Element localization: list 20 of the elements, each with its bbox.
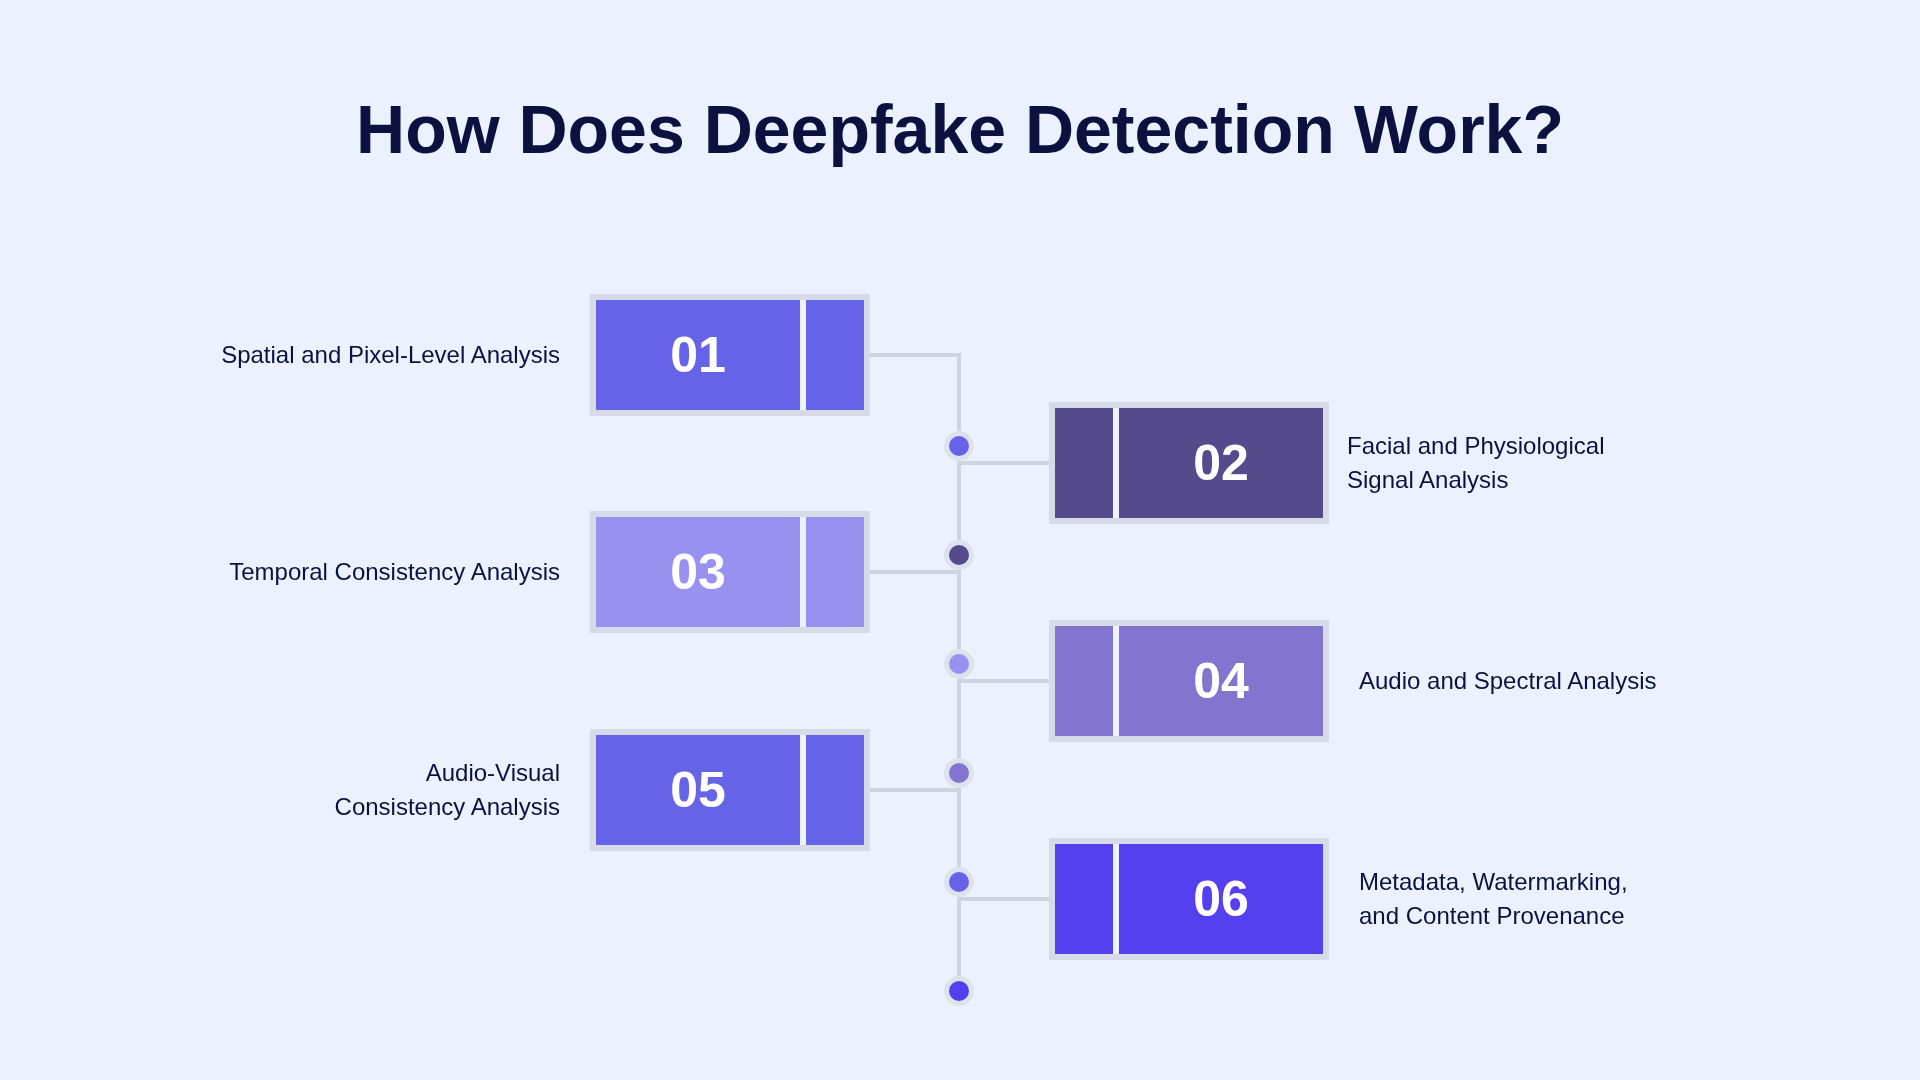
timeline-dot bbox=[944, 649, 974, 679]
step-number: 06 bbox=[1193, 870, 1249, 928]
step-number: 04 bbox=[1193, 652, 1249, 710]
timeline-dot bbox=[944, 431, 974, 461]
step-label: Facial and Physiological Signal Analysis bbox=[1347, 431, 1606, 495]
timeline-dot bbox=[944, 867, 974, 897]
title: How Does Deepfake Detection Work? bbox=[355, 90, 1565, 168]
step-number: 05 bbox=[670, 761, 726, 819]
timeline-dot bbox=[944, 758, 974, 788]
step-label: Metadata, Watermarking, and Content Provenance bbox=[1359, 867, 1629, 931]
step-number: 02 bbox=[1193, 434, 1249, 492]
timeline-dot bbox=[944, 976, 974, 1006]
step-label: Temporal Consistency Analysis bbox=[228, 557, 560, 587]
step-number: 03 bbox=[670, 543, 726, 601]
step-label: Audio and Spectral Analysis bbox=[1359, 666, 1658, 696]
connector-line bbox=[870, 353, 961, 431]
step-label: Spatial and Pixel-Level Analysis bbox=[220, 340, 560, 370]
step-label: Audio-Visual Consistency Analysis bbox=[333, 758, 560, 822]
timeline-dot bbox=[944, 540, 974, 570]
step-number: 01 bbox=[670, 326, 726, 384]
